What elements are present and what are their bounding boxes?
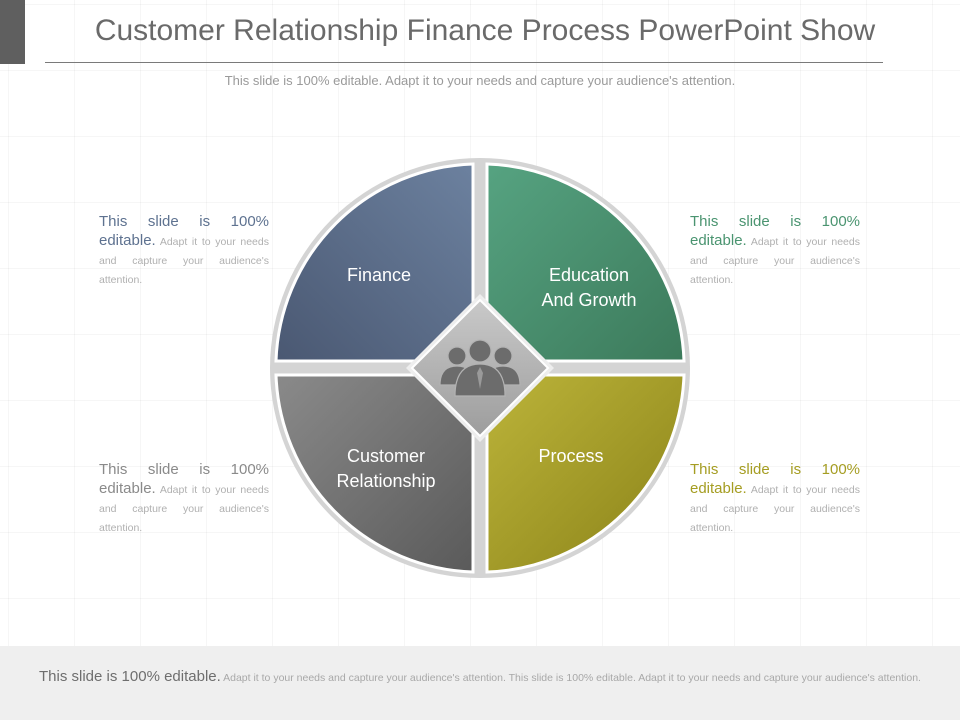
note-top-right: This slide is 100% editable. Adapt it to… (690, 212, 860, 288)
people-group-icon (439, 339, 521, 397)
note-lead: This slide is 100% editable. (690, 213, 860, 249)
note-top-left: This slide is 100% editable. Adapt it to… (99, 212, 269, 288)
note-body: Adapt it to your needs and capture your … (690, 236, 860, 286)
slide-title: Customer Relationship Finance Process Po… (94, 14, 876, 47)
note-body: Adapt it to your needs and capture your … (99, 236, 269, 286)
segment-process[interactable] (485, 373, 686, 574)
note-body: Adapt it to your needs and capture your … (690, 484, 860, 534)
footer-note: This slide is 100% editable. Adapt it to… (30, 669, 930, 686)
footer-lead: This slide is 100% editable. (39, 668, 221, 685)
note-lead: This slide is 100% editable. (99, 461, 269, 497)
note-body: Adapt it to your needs and capture your … (99, 484, 269, 534)
segment-label-line: Process (538, 446, 603, 466)
segment-label-finance: Finance (347, 265, 411, 285)
segment-label-line: Finance (347, 265, 411, 285)
note-bottom-right: This slide is 100% editable. Adapt it to… (690, 460, 860, 536)
footer-body: Adapt it to your needs and capture your … (220, 672, 921, 684)
segment-label-process: Process (538, 446, 603, 466)
segment-label-line: Relationship (336, 471, 435, 491)
footer-bar (0, 646, 960, 720)
segment-label-line: And Growth (541, 290, 636, 310)
segment-label-line: Customer (347, 446, 425, 466)
note-bottom-left: This slide is 100% editable. Adapt it to… (99, 460, 269, 536)
title-divider (45, 62, 883, 63)
note-lead: This slide is 100% editable. (690, 461, 860, 497)
tie-icon (477, 367, 483, 389)
corner-accent (0, 0, 25, 64)
segment-customer-relationship[interactable] (274, 373, 475, 574)
note-lead: This slide is 100% editable. (99, 213, 269, 249)
segment-education[interactable] (485, 162, 686, 363)
segment-finance[interactable] (274, 162, 475, 363)
slide-subtitle: This slide is 100% editable. Adapt it to… (224, 73, 736, 88)
segment-label-line: Education (549, 265, 629, 285)
